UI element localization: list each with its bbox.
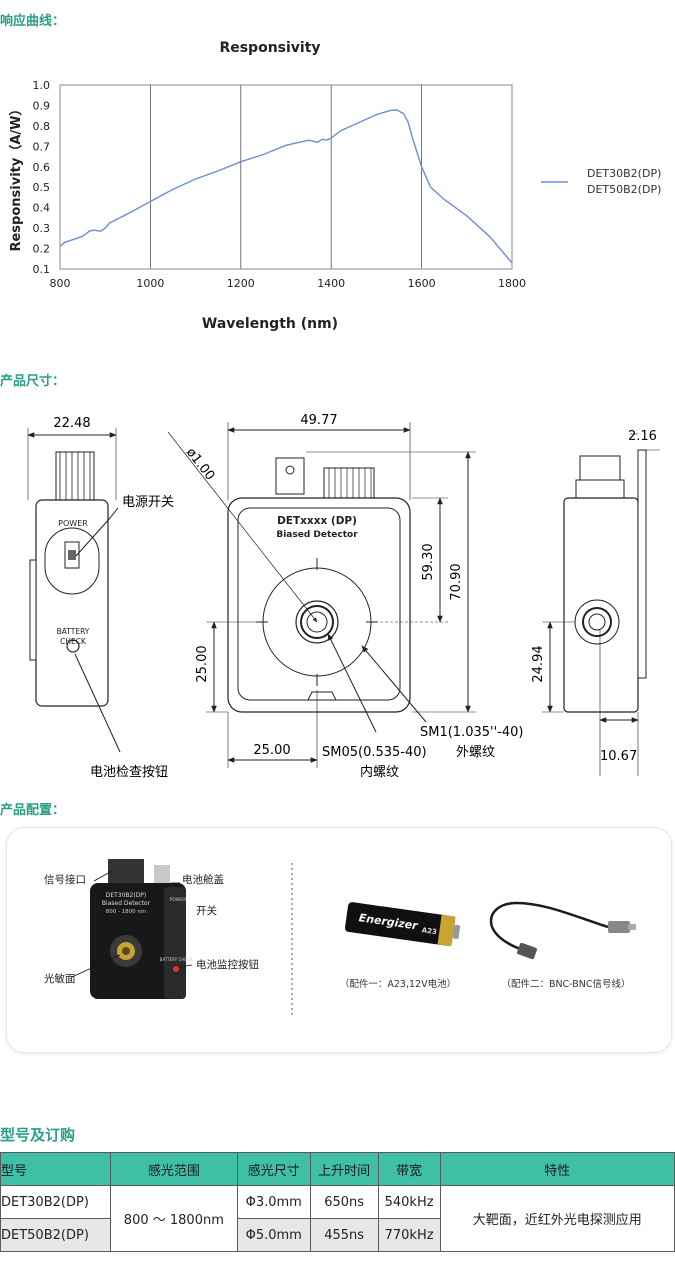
y-tick-label: 0.9 [33, 99, 51, 112]
header-model: 型号 [0, 1152, 111, 1186]
photo-battery-text: BATTERY CHECK [160, 957, 193, 962]
label-sm1-cn: 外螺纹 [456, 745, 495, 760]
dim-diameter: ø1.00 [183, 445, 218, 483]
dim-25-00-h: 25.00 [253, 743, 290, 758]
dim-24-94: 24.94 [531, 645, 546, 682]
x-axis-label: Wavelength (nm) [202, 316, 338, 332]
y-tick-label: 0.4 [33, 202, 51, 215]
label-sm05: SM05(0.535-40) [322, 745, 427, 760]
cell-rise: 650ns [309, 1185, 379, 1219]
section-title-dimensions: 产品尺寸： [0, 374, 66, 389]
dim-22-48: 22.48 [53, 416, 90, 431]
section-title-configuration: 产品配置： [0, 803, 66, 818]
left-power-text: POWER [58, 519, 88, 528]
section-title-ordering: 型号及订购 [0, 1126, 76, 1144]
y-tick-label: 0.5 [33, 181, 51, 194]
dim-2-16: 2.16 [628, 429, 657, 444]
x-tick-label: 1400 [317, 277, 345, 290]
cell-size: Φ5.0mm [236, 1218, 311, 1252]
table-header-row: 型号 感光范围 感光尺寸 上升时间 带宽 特性 [0, 1152, 675, 1186]
label-power-switch: 电源开关 [122, 495, 174, 510]
label-battery-monitor: 电池监控按钮 [196, 958, 259, 971]
cell-range: 800 ～ 1800nm [109, 1185, 238, 1252]
y-tick-label: 0.6 [33, 161, 51, 174]
dim-49-77: 49.77 [300, 413, 337, 428]
front-view: DETxxxx (DP) Biased Detector [227, 457, 411, 713]
y-tick-label: 0.2 [33, 243, 51, 256]
label-battery-cover: 电池舱盖 [182, 873, 224, 886]
legend-entry-2: DET50B2(DP) [587, 183, 661, 196]
front-name-text: Biased Detector [276, 530, 358, 540]
label-switch: 开关 [196, 904, 217, 917]
legend-entry-1: DET30B2(DP) [587, 167, 661, 180]
battery-type-text: A23 [421, 926, 437, 936]
device-photo: DET30B2(DP) Biased Detector 800 - 1800 n… [90, 859, 193, 999]
x-tick-labels: 800 1000 1200 1400 1600 1800 [50, 277, 527, 290]
dim-70-90: 70.90 [449, 563, 464, 600]
front-model-text: DETxxxx (DP) [277, 515, 357, 527]
table-row: DET30B2(DP) 800 ～ 1800nm Φ3.0mm 650ns 54… [0, 1185, 675, 1252]
responsivity-chart: Responsivity 0.1 0.2 0.3 0.4 0.5 0.6 0.7 0.8 0.9… [8, 40, 661, 332]
photo-name-text: Biased Detector [102, 900, 151, 907]
chart-title: Responsivity [219, 40, 320, 56]
dimension-drawing: POWER BATTERY CHECK 22.48 电源开关 电池检查按钮 DE… [27, 413, 660, 780]
dim-59-30: 59.30 [421, 543, 436, 580]
x-tick-label: 1800 [498, 277, 526, 290]
header-feature: 特性 [439, 1152, 675, 1186]
photo-range-text: 800 - 1800 nm [106, 909, 147, 915]
x-tick-label: 1600 [408, 277, 436, 290]
label-sm05-cn: 内螺纹 [360, 764, 399, 780]
label-battery-button: 电池检查按钮 [90, 765, 168, 780]
label-sensor: 光敏面 [44, 972, 76, 985]
cell-feature: 大靶面，近红外光电探测应用 [439, 1185, 675, 1252]
y-tick-label: 1.0 [33, 79, 51, 92]
left-check-text: CHECK [60, 637, 87, 646]
y-tick-label: 0.1 [33, 263, 51, 276]
photo-power-text: POWER [170, 897, 187, 903]
side-view [563, 449, 647, 713]
left-battery-text: BATTERY [57, 627, 90, 636]
cell-bandwidth: 540kHz [377, 1185, 441, 1219]
dim-10-67: 10.67 [600, 749, 637, 764]
cell-rise: 455ns [309, 1218, 379, 1252]
y-axis-label: Responsivity（A/W） [8, 102, 24, 251]
accessory-1-caption: （配件一：A23,12V电池） [340, 978, 456, 990]
label-sm1: SM1(1.035''-40) [420, 725, 523, 740]
x-tick-label: 1000 [136, 277, 164, 290]
plot-frame [59, 84, 513, 270]
accessory-2-caption: （配件二：BNC-BNC信号线） [501, 978, 630, 990]
cell-bandwidth: 770kHz [377, 1218, 441, 1252]
y-tick-label: 0.7 [33, 140, 51, 153]
cell-size: Φ3.0mm [236, 1185, 311, 1219]
y-tick-label: 0.3 [33, 222, 51, 235]
ordering-table: 型号 感光范围 感光尺寸 上升时间 带宽 特性 DET30B2(DP) 800 … [0, 1152, 675, 1252]
bnc-cable-photo [489, 901, 636, 960]
header-rise: 上升时间 [309, 1152, 379, 1186]
header-size: 感光尺寸 [236, 1152, 311, 1186]
x-tick-label: 1200 [227, 277, 255, 290]
y-tick-label: 0.8 [33, 120, 51, 133]
x-tick-label: 800 [50, 277, 71, 290]
photo-model-text: DET30B2(DP) [106, 892, 147, 899]
label-signal-port: 信号接口 [44, 873, 86, 886]
y-tick-labels: 0.1 0.2 0.3 0.4 0.5 0.6 0.7 0.8 0.9 1.0 [33, 79, 51, 276]
series-line [59, 109, 513, 264]
dim-25-00-v: 25.00 [195, 645, 210, 682]
cell-model: DET30B2(DP) [0, 1185, 111, 1219]
section-title-response: 响应曲线： [0, 14, 66, 29]
configuration-illustration: DET30B2(DP) Biased Detector 800 - 1800 n… [44, 859, 636, 1017]
table-row: DET50B2(DP) Φ5.0mm 455ns 770kHz [0, 1218, 675, 1252]
cell-model: DET50B2(DP) [0, 1218, 111, 1252]
battery-photo: Energizer A23 [344, 902, 461, 947]
left-view: POWER BATTERY CHECK [29, 451, 109, 707]
header-bandwidth: 带宽 [377, 1152, 441, 1186]
header-range: 感光范围 [109, 1152, 238, 1186]
chart-grid [59, 85, 513, 269]
